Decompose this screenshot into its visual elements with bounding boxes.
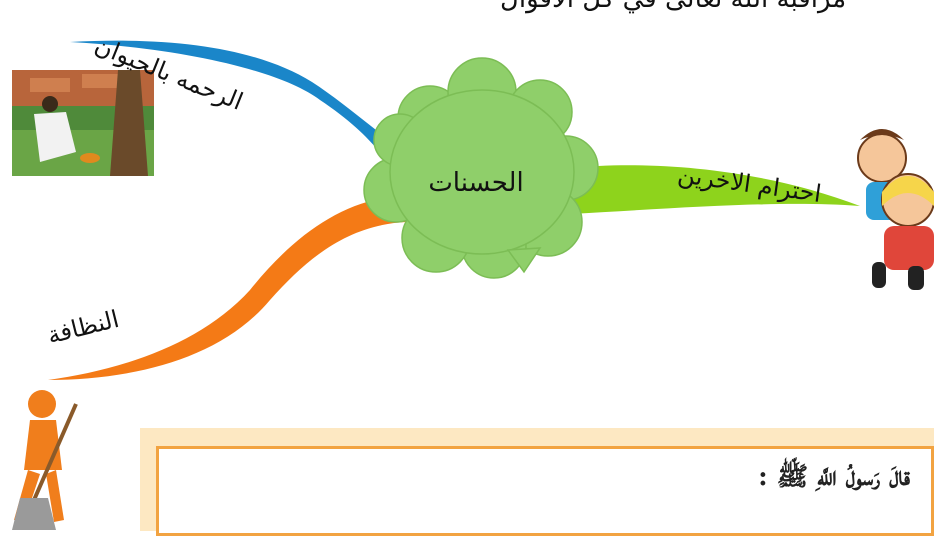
quote-frame-inner (156, 446, 934, 536)
sweeping-figure-picture (12, 390, 78, 530)
branch-respect (570, 165, 860, 214)
branch-clean (48, 196, 406, 380)
top-text: مراقبة الله تعالى في كل الأقوال (500, 0, 846, 14)
quote-intro: قالَ رَسولُ اللَّهِ ﷺ : (758, 462, 910, 492)
center-cloud (363, 57, 599, 279)
branch-animals (70, 40, 400, 168)
two-kids-picture (857, 129, 934, 290)
boy-feeding-animal-picture (12, 70, 154, 176)
center-label: الحسنات (428, 168, 524, 198)
